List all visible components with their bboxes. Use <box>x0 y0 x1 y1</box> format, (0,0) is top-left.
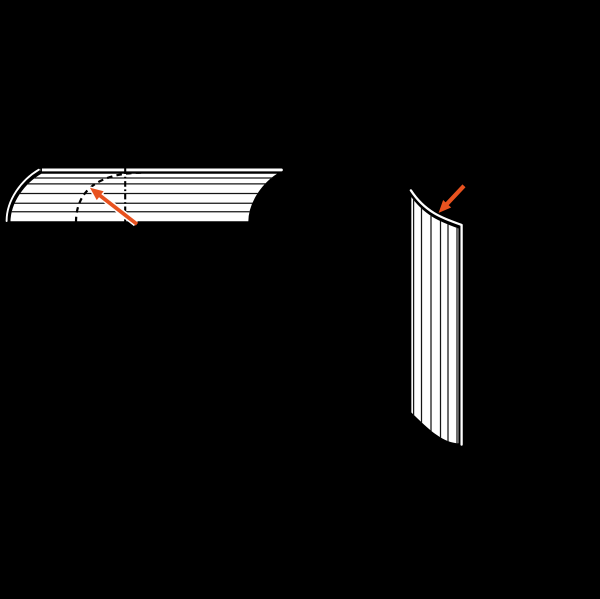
sheet-horizontal-edge-rim <box>5 168 40 222</box>
sheet-horizontal-surface <box>8 171 283 224</box>
bend-direction-arrow-left-head <box>90 187 104 201</box>
sheet-vertical-rim <box>409 189 463 446</box>
bend-direction-arrow-right-head <box>438 200 452 213</box>
bend-direction-arrow-left-shaft <box>97 192 139 226</box>
sheet-vertical-surface <box>409 192 461 446</box>
section-arc-dashed <box>74 171 145 223</box>
bend-direction-arrow-right-shaft <box>444 184 466 207</box>
